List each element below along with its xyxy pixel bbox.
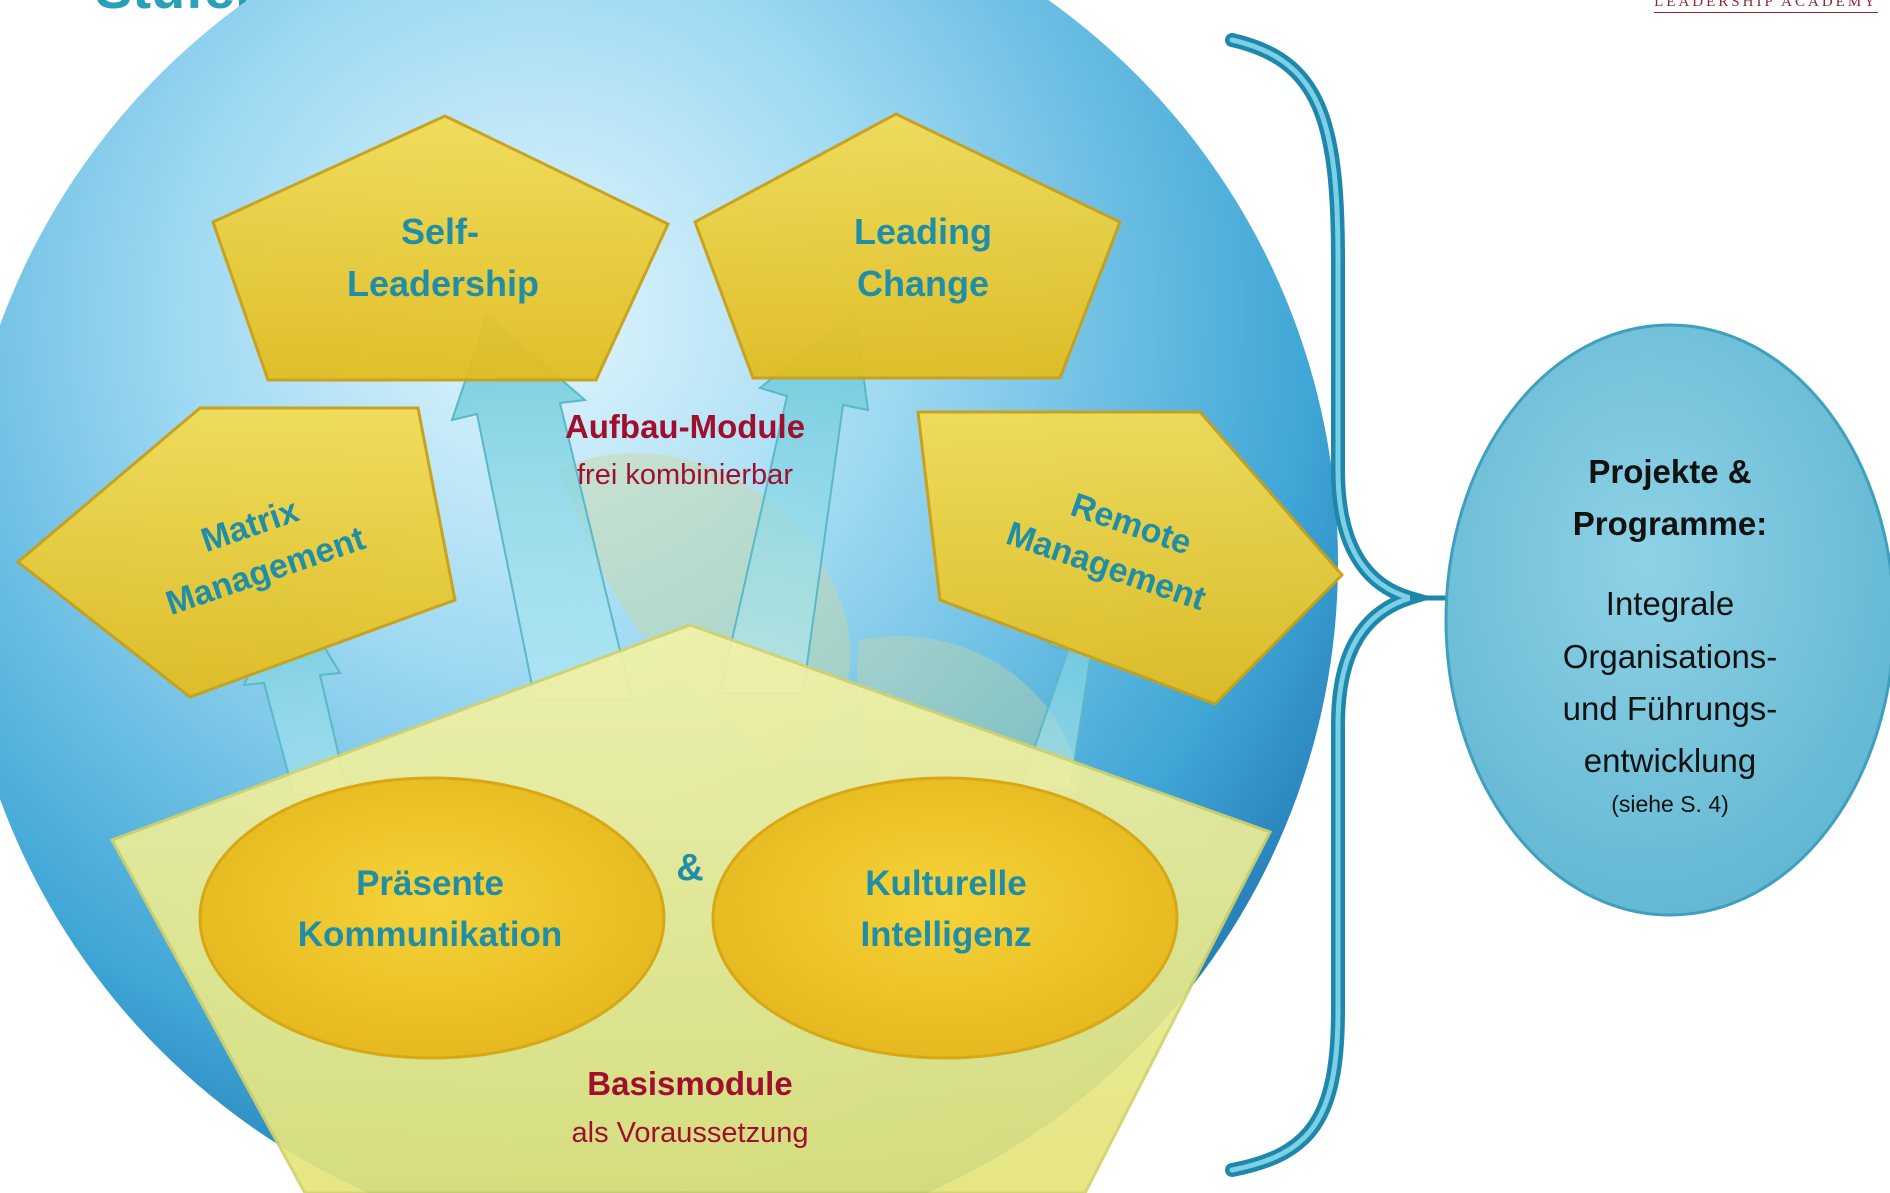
projects-line1: Integrale — [1606, 585, 1734, 622]
projects-line3: und Führungs- — [1563, 690, 1778, 727]
curly-brace-highlight — [1229, 37, 1419, 1173]
matrix-management-pentagon — [15, 406, 457, 699]
leading-change-pentagon — [693, 112, 1122, 380]
ampersand: & — [676, 847, 703, 889]
projects-title-line2: Programme: — [1573, 505, 1767, 542]
aufbau-subtitle: frei kombinierbar — [577, 459, 793, 491]
basis-subtitle: als Voraussetzung — [572, 1117, 809, 1149]
projects-title-line1: Projekte & — [1588, 453, 1751, 490]
praesente-label-line1: Präsente — [356, 864, 504, 903]
praesente-kommunikation-ellipse — [198, 776, 666, 1060]
self-leadership-pentagon — [211, 114, 670, 382]
basis-title: Basismodule — [587, 1065, 792, 1102]
projects-line4: entwicklung — [1584, 742, 1756, 779]
projects-ellipse — [1444, 323, 1890, 917]
kulturelle-label-line1: Kulturelle — [865, 864, 1026, 903]
leading-change-label-line2: Change — [857, 263, 989, 304]
projects-line2: Organisations- — [1563, 638, 1778, 675]
kulturelle-intelligenz-ellipse — [711, 776, 1179, 1060]
praesente-label-line2: Kommunikation — [298, 915, 562, 954]
kulturelle-label-line2: Intelligenz — [860, 915, 1031, 954]
leading-change-label-line1: Leading — [854, 211, 992, 252]
remote-management-pentagon — [916, 410, 1345, 706]
aufbau-title: Aufbau-Module — [565, 408, 805, 445]
projects-note: (siehe S. 4) — [1611, 791, 1729, 817]
self-leadership-label-line2: Leadership — [347, 263, 539, 304]
brand-logo-text: LEADERSHIP ACADEMY — [1654, 0, 1878, 13]
self-leadership-label-line1: Self- — [401, 211, 479, 252]
